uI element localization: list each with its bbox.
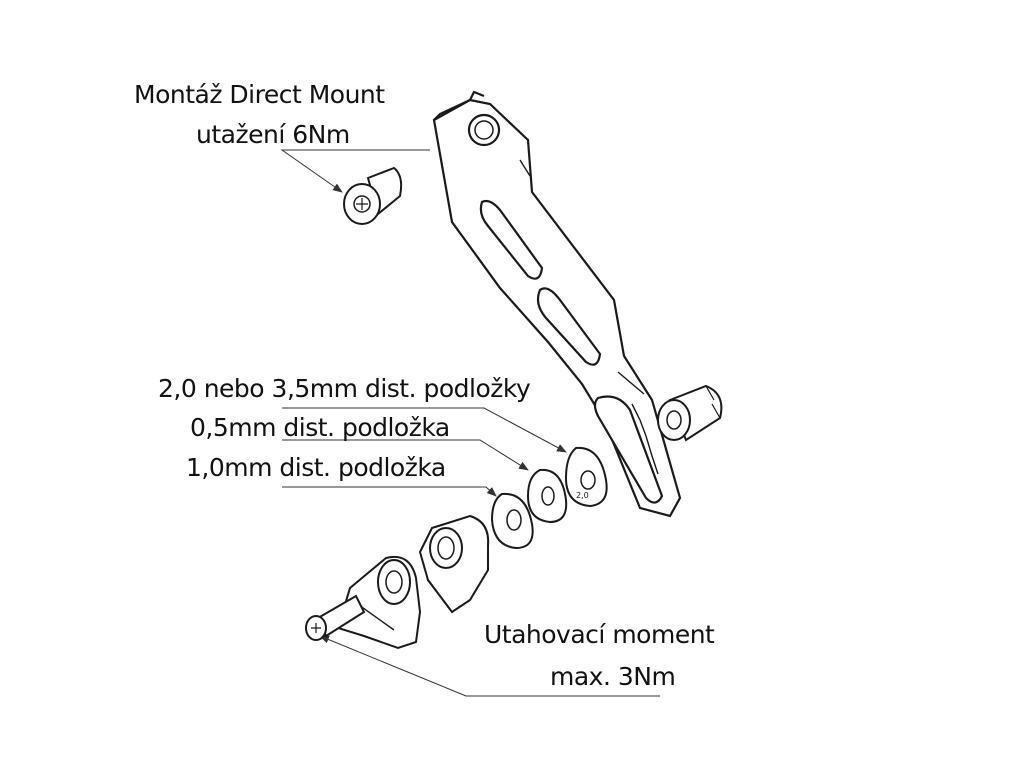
adapter-bracket (432, 90, 682, 518)
label-spacer-half: 0,5mm dist. podložka (190, 413, 450, 442)
caliper-bracket-front (336, 556, 422, 650)
leader-mount-bolt (280, 149, 430, 193)
spacer-large: 2,0 (564, 446, 608, 508)
spacer-half (526, 468, 568, 524)
leader-lines (280, 149, 660, 697)
leader-spacer-one (282, 486, 497, 497)
spacer-stamp: 2,0 (576, 491, 589, 500)
leader-spacer-half (282, 439, 529, 471)
label-spacer-large: 2,0 nebo 3,5mm dist. podložky (158, 374, 531, 403)
torque-bolt (305, 594, 366, 641)
spacer-one (490, 492, 534, 550)
caliper-bracket-back (418, 514, 490, 614)
leader-spacer-large (282, 407, 567, 453)
direct-mount-bolt (343, 166, 403, 225)
leader-torque-bolt (319, 635, 660, 697)
label-torque-line1: Utahovací moment (484, 620, 715, 649)
label-mount-line2: utažení 6Nm (196, 120, 350, 149)
label-torque-line2: max. 3Nm (550, 662, 676, 691)
label-mount-line1: Montáž Direct Mount (134, 80, 385, 109)
barrel-nut (657, 384, 723, 442)
label-spacer-one: 1,0mm dist. podložka (186, 453, 446, 482)
